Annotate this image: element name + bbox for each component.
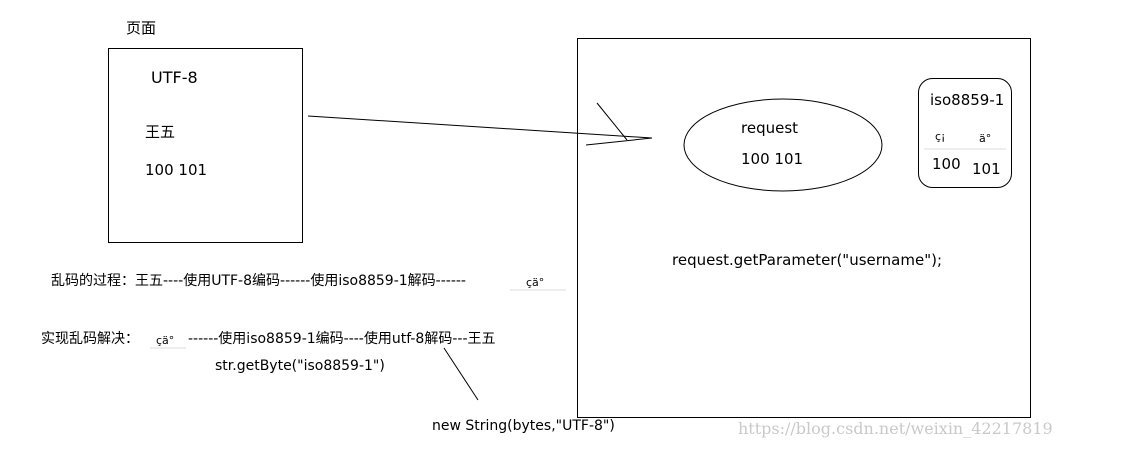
iso-char-2: ä° [979,132,992,145]
fix-process-steps: ------使用iso8859-1编码----使用utf-8解码---王五 [188,331,496,347]
garbling-process-label: 乱码的过程：王五----使用UTF-8编码------使用iso8859-1解码… [51,273,466,289]
page-title: 页面 [126,19,157,37]
fix-process-chars: çä° [156,334,175,347]
iso-title: iso8859-1 [930,91,1005,109]
get-parameter-call: request.getParameter("username"); [672,251,943,269]
pointer-line [443,347,479,401]
page-name: 王五 [145,123,176,141]
get-byte-call: str.getByte("iso8859-1") [215,358,385,374]
page-box [108,48,303,243]
new-string-call: new String(bytes,"UTF-8") [432,418,615,434]
arrow-head-upper [596,102,628,141]
iso-byte-1: 100 [932,155,961,173]
request-label: request [741,119,799,137]
request-bytes: 100 101 [741,150,804,168]
fix-process-label: 实现乱码解决： [41,331,139,347]
iso-byte-2: 101 [972,160,1001,178]
watermark: https://blog.csdn.net/weixin_42217819 [738,419,1053,438]
page-bytes: 100 101 [145,161,208,179]
request-ellipse [683,98,883,192]
arrow-head-lower [585,137,653,146]
server-box [577,38,1031,418]
iso-box [918,78,1012,188]
iso-char-1: ç¡ [935,130,946,143]
garbling-process-result: çä° [526,276,545,289]
arrow-shaft [307,115,653,139]
page-encoding: UTF-8 [151,68,198,87]
